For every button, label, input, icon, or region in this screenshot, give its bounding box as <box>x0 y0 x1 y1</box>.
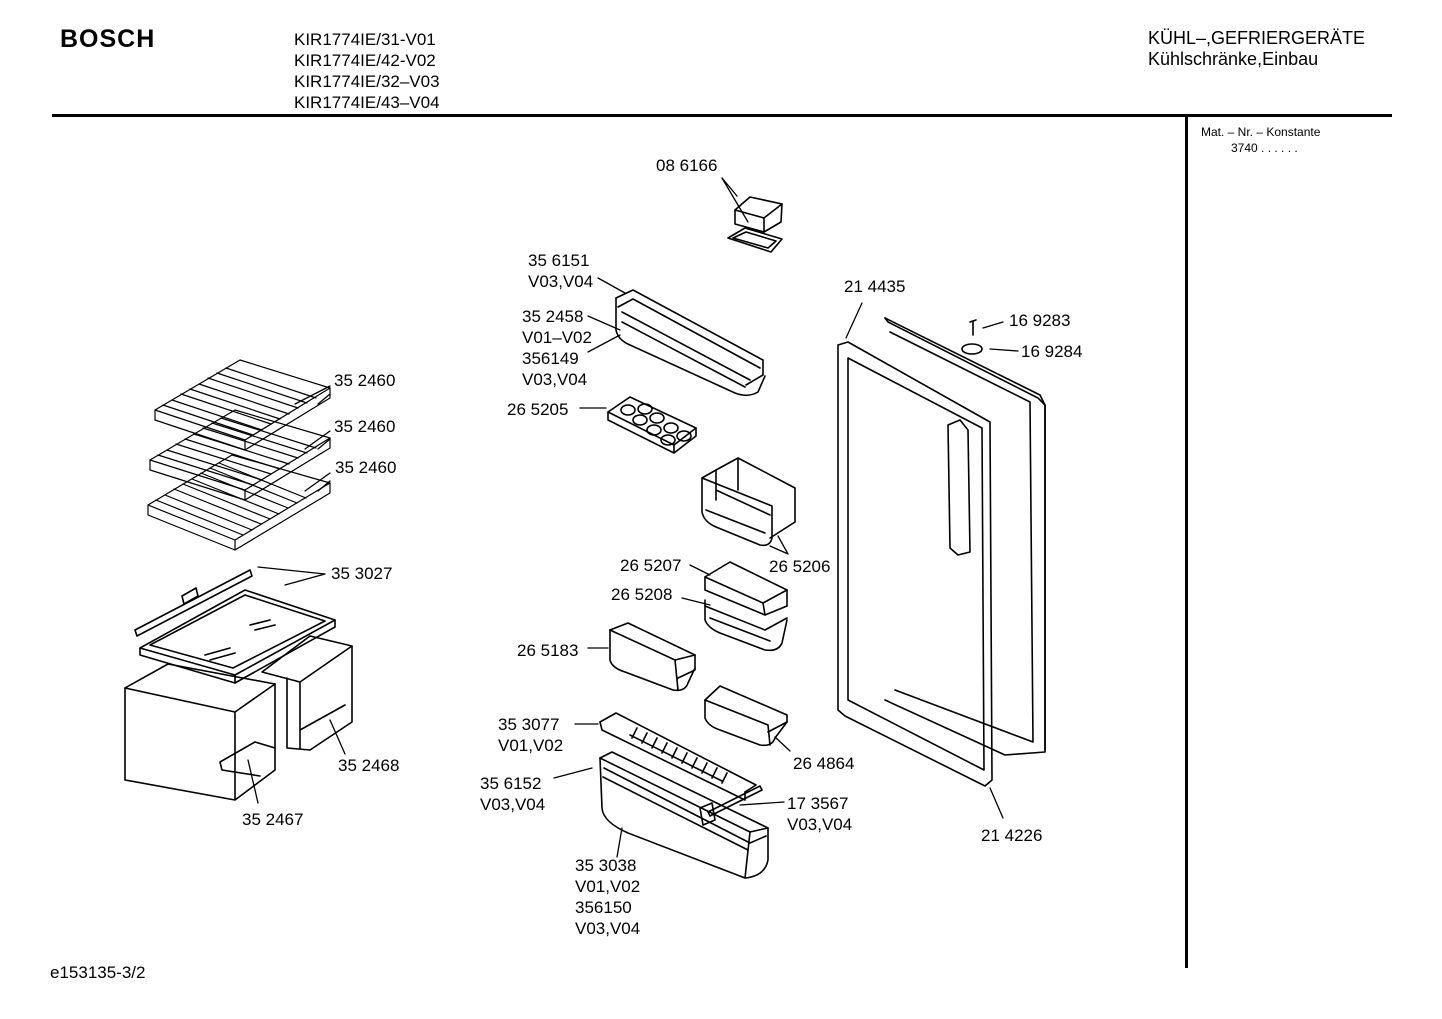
part-label: 35 2460 <box>334 417 396 436</box>
part-label: 26 5208 <box>611 585 673 604</box>
category-block: KÜHL–,GEFRIERGERÄTE Kühlschränke,Einbau <box>1148 28 1365 70</box>
part-26-5208-bin <box>705 600 787 650</box>
part-35-3077-bottle-rack <box>600 713 756 800</box>
part-label: 17 3567 V03,V04 <box>787 794 853 834</box>
part-17-3567-fixing-bar <box>708 786 762 816</box>
part-26-5183-bin <box>610 623 695 690</box>
part-label: 35 2467 <box>242 810 304 829</box>
document-id: e153135-3/2 <box>50 963 146 982</box>
part-label: 35 2460 <box>334 371 396 390</box>
part-35-2467-crisper-drawer <box>125 664 275 800</box>
part-label: 35 2460 <box>335 458 397 477</box>
part-35-2468-crisper-drawer <box>262 636 352 750</box>
model-list: KIR1774IE/31-V01 KIR1774IE/42-V02 KIR177… <box>294 29 440 113</box>
part-26-5206-bin <box>702 458 795 545</box>
model-number: KIR1774IE/31-V01 <box>294 30 436 49</box>
part-21-4226-door-gasket <box>838 342 992 786</box>
part-label: 35 6152 V03,V04 <box>480 774 546 814</box>
part-label: 26 4864 <box>793 754 855 773</box>
part-label: 26 5183 <box>517 641 579 660</box>
part-35-3027-glass-shelf <box>135 570 335 683</box>
part-35-3038-door-shelf <box>600 752 768 878</box>
material-constant-box: Mat. – Nr. – Konstante 3740 . . . . . . <box>1201 124 1320 156</box>
part-label: 35 3077 V01,V02 <box>498 715 564 755</box>
part-label: 26 5205 <box>507 400 569 419</box>
model-number: KIR1774IE/42-V02 <box>294 51 436 70</box>
part-label: 21 4435 <box>844 277 906 296</box>
part-label: 35 3038 V01,V02 356150 V03,V04 <box>575 856 641 938</box>
part-08-6166 <box>728 197 782 252</box>
part-label: 35 2458 V01–V02 356149 V03,V04 <box>522 307 592 389</box>
part-26-5207-bin <box>705 562 787 615</box>
part-35-6151-door-shelf <box>616 290 765 395</box>
part-label: 35 3027 <box>331 564 393 583</box>
part-label: 21 4226 <box>981 826 1043 845</box>
part-16-9283-screw <box>970 320 976 335</box>
category-subtitle: Kühlschränke,Einbau <box>1148 49 1319 69</box>
part-label: 16 9283 <box>1009 311 1071 330</box>
part-label: 26 5206 <box>769 557 831 576</box>
part-26-4864-bin <box>705 686 787 745</box>
part-21-4435-door-panel <box>885 318 1045 755</box>
part-16-9284-cover <box>962 344 982 354</box>
leader-lines <box>248 178 1018 857</box>
part-label: 35 2468 <box>338 756 400 775</box>
part-label: 16 9284 <box>1021 342 1083 361</box>
part-35-2460-wire-shelves <box>148 360 330 550</box>
header-rule <box>52 114 1392 117</box>
brand-logo: BOSCH <box>60 25 156 53</box>
material-constant-value: 3740 . . . . . . <box>1231 141 1298 155</box>
category-title: KÜHL–,GEFRIERGERÄTE <box>1148 28 1366 48</box>
material-constant-label: Mat. – Nr. – Konstante <box>1201 125 1321 139</box>
side-column-rule <box>1185 116 1188 968</box>
model-number: KIR1774IE/43–V04 <box>294 93 440 112</box>
part-26-5205-egg-tray <box>608 397 696 453</box>
part-label: 08 6166 <box>656 156 718 175</box>
part-label: 26 5207 <box>620 556 682 575</box>
part-label: 35 6151 V03,V04 <box>528 251 594 291</box>
model-number: KIR1774IE/32–V03 <box>294 72 440 91</box>
